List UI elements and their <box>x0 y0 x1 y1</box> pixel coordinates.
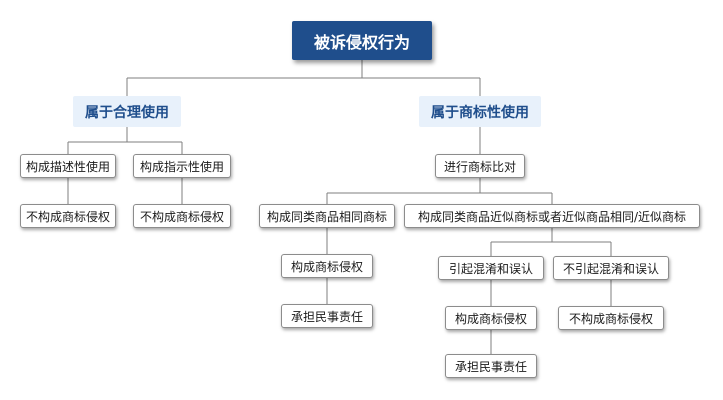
node-no-confusion-result-label: 不构成商标侵权 <box>568 311 653 326</box>
connector-compare <box>326 178 553 204</box>
connector-root <box>126 60 481 96</box>
node-confusion-infringement-label: 构成商标侵权 <box>454 311 527 326</box>
node-indicative-use: 构成指示性使用 <box>133 154 231 178</box>
node-trademark-comparison-label: 进行商标比对 <box>443 159 516 174</box>
node-similar-mark: 构成同类商品近似商标或者近似商品相同/近似商标 <box>404 204 700 228</box>
node-identical-liability-label: 承担民事责任 <box>290 309 363 324</box>
connector-fair-use <box>67 127 183 154</box>
category-trademark-use: 属于商标性使用 <box>419 96 541 127</box>
root-node: 被诉侵权行为 <box>292 21 432 60</box>
node-identical-mark: 构成同类商品相同商标 <box>259 204 395 228</box>
category-fair-use-label: 属于合理使用 <box>85 104 169 121</box>
node-confusion-infringement: 构成商标侵权 <box>445 306 537 330</box>
node-descriptive-use: 构成描述性使用 <box>20 154 116 178</box>
node-trademark-comparison: 进行商标比对 <box>435 154 525 178</box>
node-confusion-liability: 承担民事责任 <box>445 354 537 378</box>
node-confusion: 引起混淆和误认 <box>438 256 544 280</box>
node-identical-liability: 承担民事责任 <box>281 304 373 328</box>
node-identical-infringement-label: 构成商标侵权 <box>290 259 363 274</box>
root-label: 被诉侵权行为 <box>313 32 410 52</box>
node-identical-infringement: 构成商标侵权 <box>281 254 373 278</box>
node-descriptive-result-label: 不构成商标侵权 <box>25 209 110 224</box>
node-indicative-use-label: 构成指示性使用 <box>139 159 224 174</box>
node-identical-mark-label: 构成同类商品相同商标 <box>266 209 387 224</box>
node-descriptive-result: 不构成商标侵权 <box>20 204 116 228</box>
node-confusion-liability-label: 承担民事责任 <box>454 359 527 374</box>
category-trademark-use-label: 属于商标性使用 <box>431 104 529 121</box>
category-fair-use: 属于合理使用 <box>73 96 181 127</box>
node-similar-mark-label: 构成同类商品近似商标或者近似商品相同/近似商标 <box>417 209 687 224</box>
node-no-confusion-label: 不引起混淆和误认 <box>562 261 659 276</box>
node-descriptive-use-label: 构成描述性使用 <box>25 159 110 174</box>
node-indicative-result-label: 不构成商标侵权 <box>139 209 224 224</box>
node-no-confusion: 不引起混淆和误认 <box>553 256 669 280</box>
node-no-confusion-result: 不构成商标侵权 <box>558 306 664 330</box>
node-indicative-result: 不构成商标侵权 <box>133 204 231 228</box>
connector-similar <box>490 228 612 256</box>
node-confusion-label: 引起混淆和误认 <box>448 261 533 276</box>
